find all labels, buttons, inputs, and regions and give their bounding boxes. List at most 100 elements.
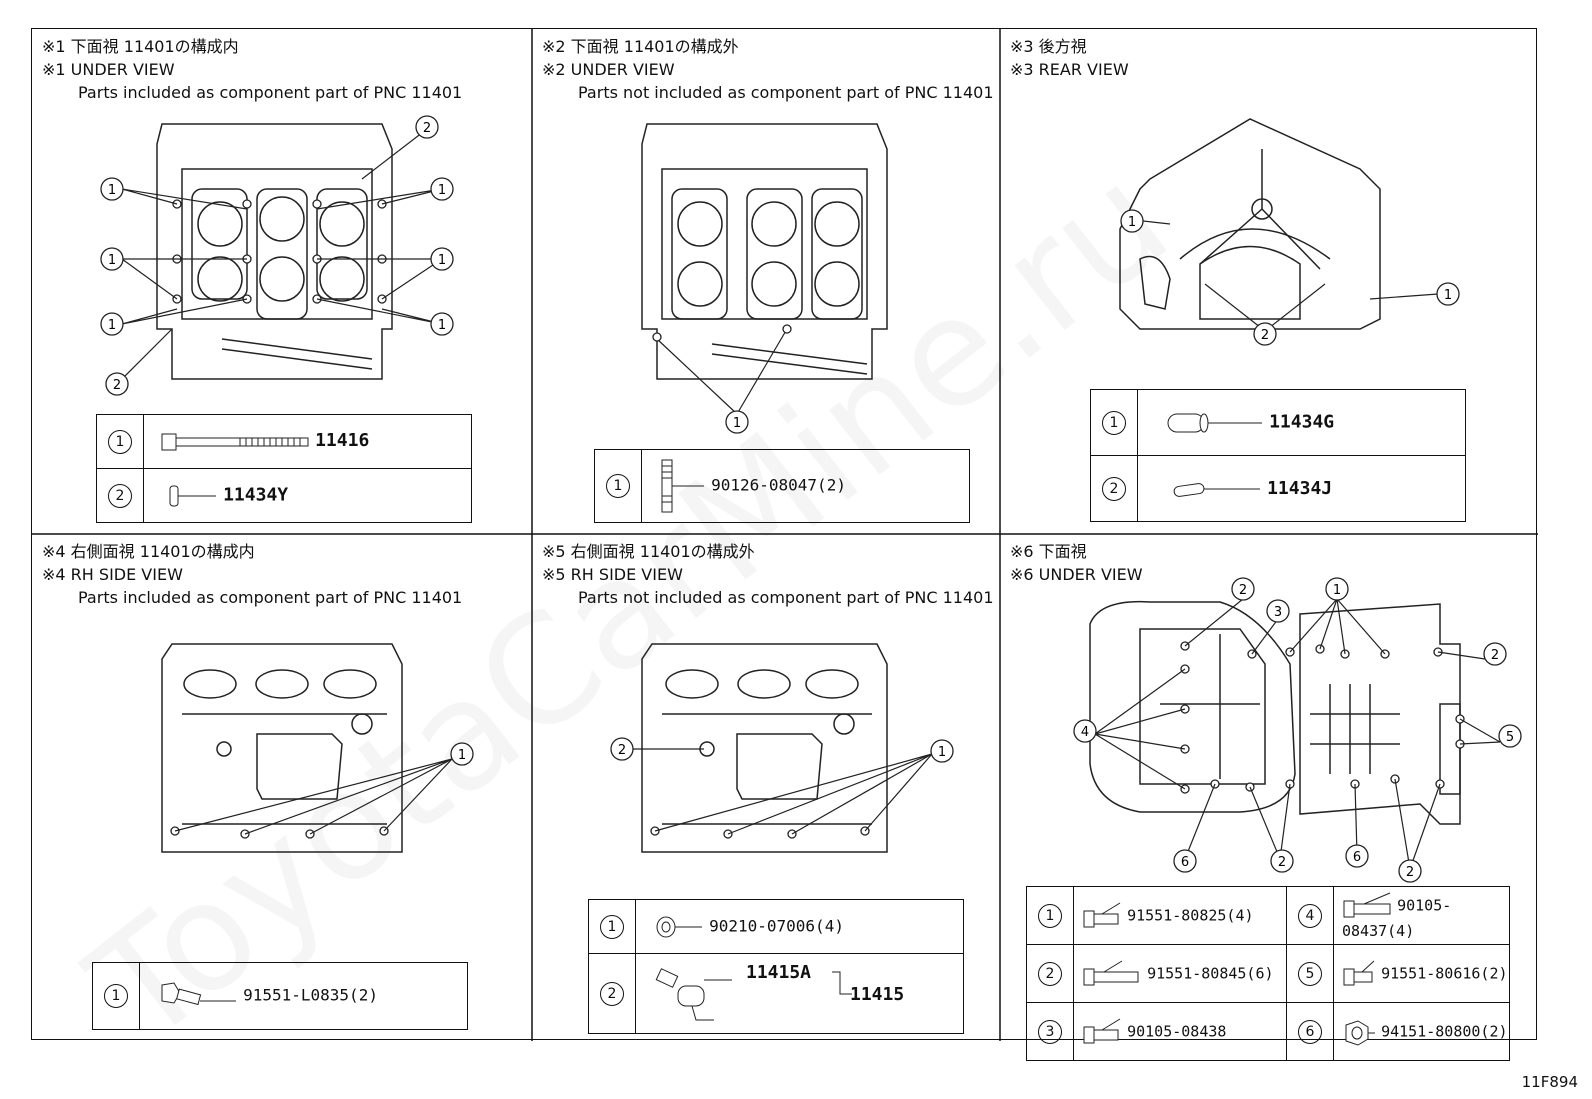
svg-text:1: 1 — [108, 318, 116, 333]
svg-text:1: 1 — [438, 318, 446, 333]
table-row: 1 11434G — [1090, 389, 1466, 456]
panel-2-header: ※2 下面視 11401の構成外 ※2 UNDER VIEW Parts not… — [542, 35, 994, 104]
callout-number: 1 — [104, 984, 128, 1008]
panel-2-parts-table: 1 90126-08047(2) — [594, 449, 970, 523]
flange-nut-icon — [1345, 1019, 1375, 1046]
panel-3-title-en: ※3 REAR VIEW — [1010, 60, 1129, 79]
panel-5-title-jp: ※5 右側面視 11401の構成外 — [542, 542, 755, 561]
parts-diagram-grid: ※1 下面視 11401の構成内 ※1 UNDER VIEW Parts inc… — [31, 28, 1538, 1061]
table-row: 2 11434Y — [96, 468, 472, 523]
part-number-11415a[interactable]: 11415A — [746, 962, 812, 983]
flange-bolt-icon — [1343, 960, 1375, 985]
flange-bolt-icon — [1083, 1018, 1121, 1043]
panel-6: ※6 下面視 ※6 UNDER VIEW — [1000, 534, 1538, 1061]
part-number-90105-08437[interactable]: 90105-08437(4) — [1342, 896, 1452, 941]
panel-6-header: ※6 下面視 ※6 UNDER VIEW — [1010, 540, 1143, 586]
gasket-washer-icon — [656, 916, 702, 937]
part-number-91551-l0835[interactable]: 91551-L0835(2) — [243, 985, 378, 1005]
panel-6-title-en: ※6 UNDER VIEW — [1010, 565, 1143, 584]
part-number-11434y[interactable]: 11434Y — [223, 484, 289, 505]
svg-text:2: 2 — [1261, 328, 1269, 343]
svg-text:1: 1 — [108, 183, 116, 198]
callout-number: 5 — [1298, 961, 1322, 986]
svg-text:4: 4 — [1081, 725, 1089, 740]
svg-text:1: 1 — [1128, 215, 1136, 230]
callout-number: 1 — [606, 474, 630, 498]
svg-text:1: 1 — [458, 748, 466, 763]
dowel-pin-icon — [169, 485, 216, 506]
svg-text:6: 6 — [1353, 850, 1361, 865]
engine-block-rh-side-view-1: 1 — [161, 643, 474, 853]
callout-number: 3 — [1038, 1019, 1062, 1044]
panel-5: ※5 右側面視 11401の構成外 ※5 RH SIDE VIEW Parts … — [532, 534, 1000, 1041]
table-row: 1 91551-L0835(2) — [92, 962, 468, 1030]
part-number-11434g[interactable]: 11434G — [1269, 411, 1335, 432]
svg-text:6: 6 — [1181, 855, 1189, 870]
figure-code: 11F894 — [1521, 1073, 1578, 1091]
panel-1-title-jp: ※1 下面視 11401の構成内 — [42, 37, 239, 56]
svg-text:2: 2 — [1278, 855, 1286, 870]
part-number-11416[interactable]: 11416 — [315, 430, 370, 452]
panel-4-title-en: ※4 RH SIDE VIEW — [42, 565, 183, 584]
part-number-94151-80800[interactable]: 94151-80800(2) — [1381, 1022, 1508, 1040]
svg-text:2: 2 — [1406, 865, 1414, 880]
part-number-90105-08438[interactable]: 90105-08438 — [1127, 1022, 1227, 1040]
part-number-90126-08047[interactable]: 90126-08047(2) — [711, 475, 846, 495]
panel-4-title-jp: ※4 右側面視 11401の構成内 — [42, 542, 255, 561]
engine-block-rh-side-view-2: 12 — [610, 643, 954, 853]
svg-text:1: 1 — [108, 253, 116, 268]
part-number-90210-07006[interactable]: 90210-07006(4) — [709, 916, 844, 935]
part-number-91551-80845[interactable]: 91551-80845(6) — [1147, 964, 1274, 982]
svg-text:5: 5 — [1506, 730, 1514, 745]
panel-5-parts-table: 1 90210-07006(4) 2 — [588, 899, 964, 1034]
panel-5-desc: Parts not included as component part of … — [578, 588, 994, 607]
panel-3-parts-table: 1 11434G 2 11434J — [1090, 389, 1466, 522]
bolt-icon — [161, 433, 309, 451]
svg-text:2: 2 — [618, 743, 626, 758]
panel-3-title-jp: ※3 後方視 — [1010, 37, 1087, 56]
part-number-91551-80825[interactable]: 91551-80825(4) — [1127, 906, 1254, 924]
svg-text:2: 2 — [423, 121, 431, 136]
table-row: 2 11434J — [1090, 455, 1466, 522]
callout-number: 1 — [1102, 410, 1126, 435]
callout-number: 4 — [1298, 903, 1322, 928]
panel-3-header: ※3 後方視 ※3 REAR VIEW — [1010, 35, 1129, 81]
svg-text:2: 2 — [1491, 648, 1499, 663]
callout-number: 1 — [108, 429, 132, 454]
table-row: 1 91551-80825(4) 4 90105-08437(4) — [1026, 886, 1510, 945]
part-number-91551-80616[interactable]: 91551-80616(2) — [1381, 964, 1508, 982]
panel-5-header: ※5 右側面視 11401の構成外 ※5 RH SIDE VIEW Parts … — [542, 540, 994, 609]
callout-number: 2 — [600, 981, 624, 1006]
panel-2: ※2 下面視 11401の構成外 ※2 UNDER VIEW Parts not… — [532, 29, 1000, 534]
engine-block-rear-view: 112 — [1119, 118, 1460, 346]
pin-icon — [1173, 483, 1260, 498]
svg-text:1: 1 — [938, 745, 946, 760]
panel-5-title-en: ※5 RH SIDE VIEW — [542, 565, 683, 584]
oil-control-valve-icon — [655, 967, 732, 1020]
bracket-line — [832, 971, 852, 995]
svg-text:1: 1 — [438, 183, 446, 198]
callout-number: 1 — [600, 914, 624, 939]
callout-number: 2 — [1102, 476, 1126, 501]
panel-4: ※4 右側面視 11401の構成内 ※4 RH SIDE VIEW Parts … — [32, 534, 532, 1041]
engine-block-under-view-2: 1 — [641, 123, 888, 434]
part-number-11434j[interactable]: 11434J — [1267, 477, 1333, 499]
svg-text:1: 1 — [733, 416, 741, 431]
table-row: 1 90126-08047(2) — [594, 449, 970, 523]
panel-1: ※1 下面視 11401の構成内 ※1 UNDER VIEW Parts inc… — [32, 29, 532, 534]
panel-1-parts-table: 1 11416 2 11434Y — [96, 414, 472, 523]
panel-2-desc: Parts not included as component part of … — [578, 83, 994, 102]
svg-text:2: 2 — [1239, 583, 1247, 598]
panel-1-desc: Parts included as component part of PNC … — [78, 83, 463, 102]
table-row: 2 91551-80845(6) 5 91551-80616(2) — [1026, 944, 1510, 1003]
flange-bolt-icon — [1083, 902, 1121, 927]
panel-1-header: ※1 下面視 11401の構成内 ※1 UNDER VIEW Parts inc… — [42, 35, 462, 104]
table-row: 3 90105-08438 6 94151-80800(2) — [1026, 1002, 1510, 1061]
panel-4-desc: Parts included as component part of PNC … — [78, 588, 463, 607]
callout-number: 6 — [1298, 1019, 1322, 1044]
flange-bolt-icon — [1343, 892, 1391, 918]
part-number-11415[interactable]: 11415 — [850, 984, 905, 1005]
table-row: 2 11415A 11415 — [588, 953, 964, 1034]
bushing-icon — [1167, 413, 1262, 432]
